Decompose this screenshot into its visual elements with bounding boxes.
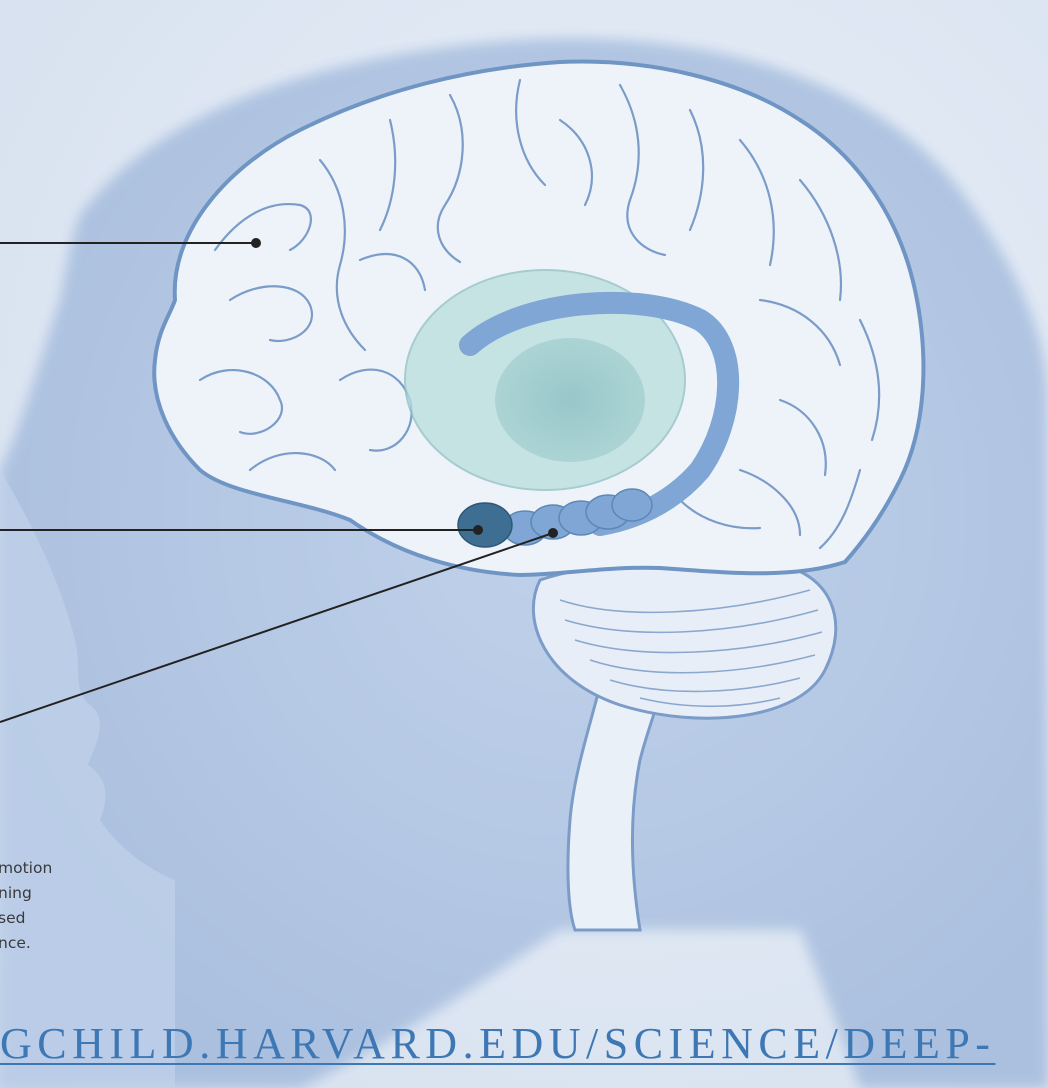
amygdala [458,503,512,547]
leader-dot-amygdala [473,525,483,535]
leader-dot-hippocampus [548,528,558,538]
leader-dot-prefrontal [251,238,261,248]
harvard-url-link[interactable]: GCHILD.HARVARD.EDU/SCIENCE/DEEP- [0,1018,1048,1069]
caption-line: sed [0,906,198,931]
caption-line: ning [0,881,198,906]
caption-line: motion [0,856,198,881]
thalamus [495,338,645,462]
caption-line: nce. [0,931,198,956]
caption-text: motion ning sed nce. [0,856,198,956]
